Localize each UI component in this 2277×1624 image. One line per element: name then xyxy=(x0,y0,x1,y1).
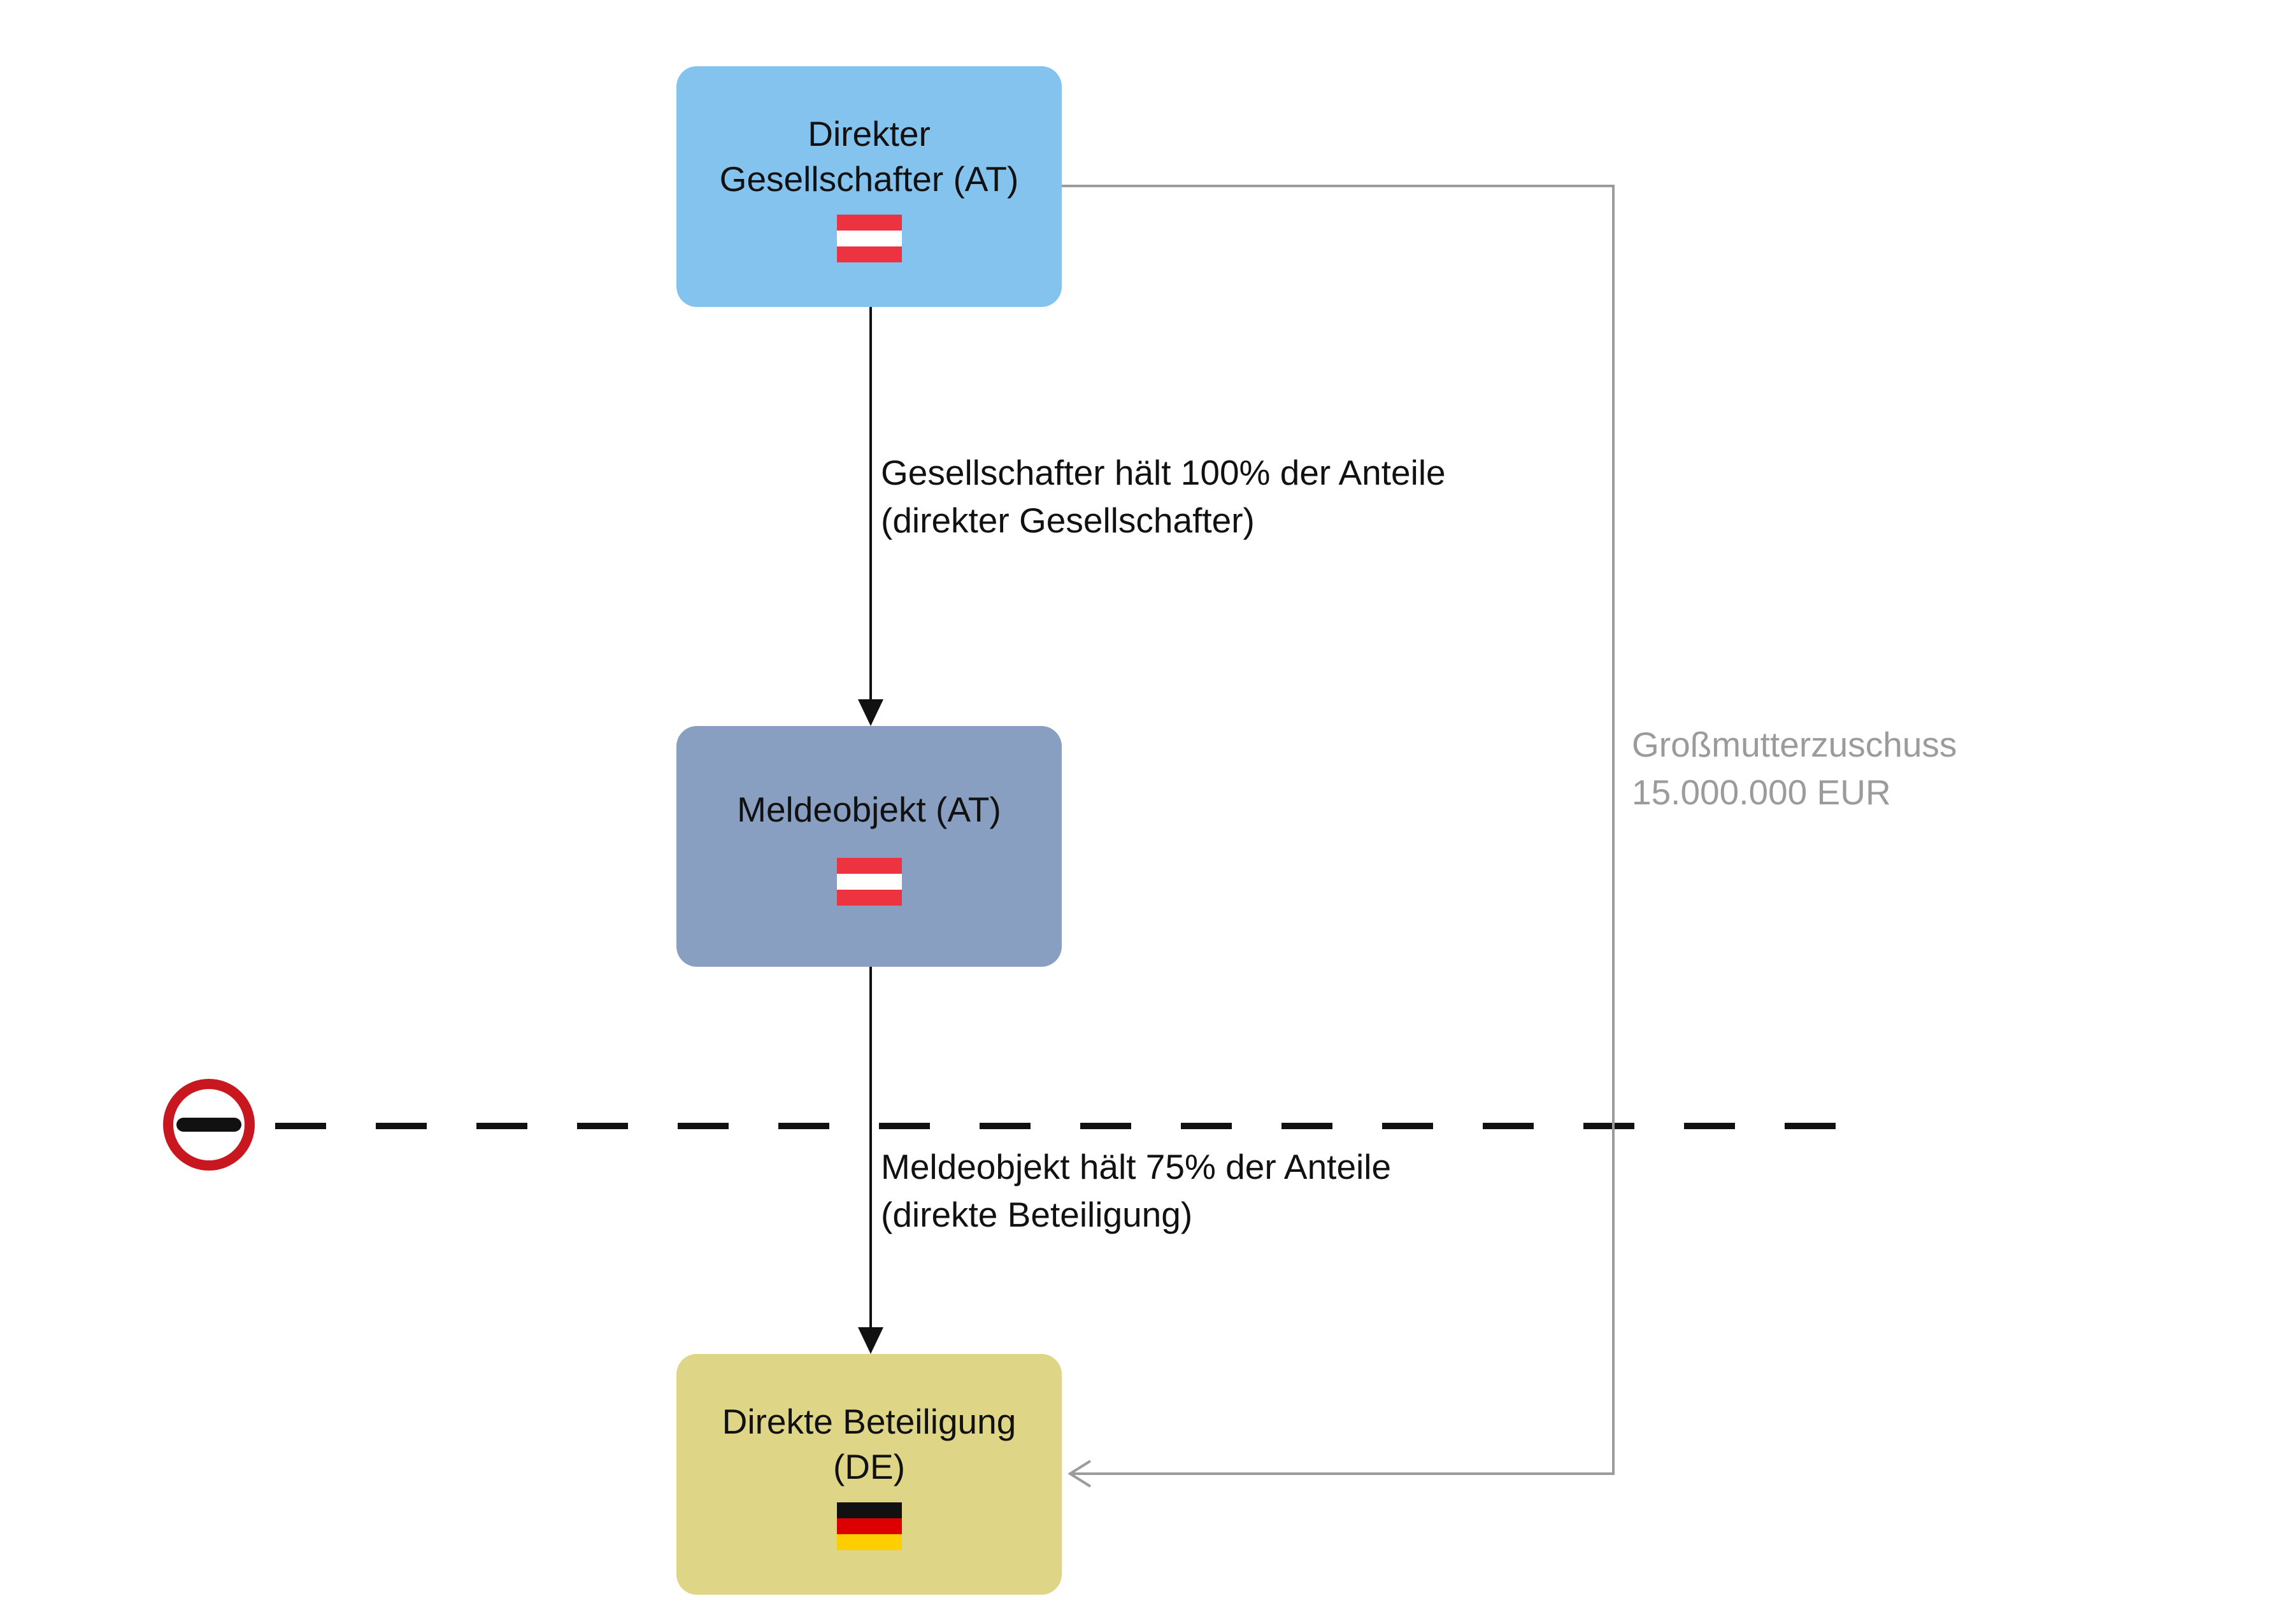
edge-label-grandmother-subsidy: Großmutterzuschuss 15.000.000 EUR xyxy=(1632,725,1957,812)
node-meldeobjekt-label: Meldeobjekt (AT) xyxy=(737,790,1001,829)
edge-top-to-bottom-line xyxy=(1062,185,1615,1475)
edge-label-shareholding-100: Gesellschafter hält 100% der Anteile (di… xyxy=(881,453,1446,540)
node-direkte-beteiligung: Direkte Beteiligung (DE) xyxy=(676,1354,1062,1595)
node-direkter-gesellschafter: Direkter Gesellschafter (AT) xyxy=(676,66,1062,307)
node-direkte-beteiligung-label: Direkte Beteiligung (DE) xyxy=(722,1401,1017,1486)
edge-middle-to-bottom-arrowhead xyxy=(858,1327,883,1354)
edge-top-to-bottom-arrowhead xyxy=(1067,1460,1092,1488)
austria-flag-icon xyxy=(836,214,902,262)
border-crossing-icon xyxy=(163,1079,255,1171)
edge-top-to-middle-arrowhead xyxy=(858,699,883,726)
austria-flag-icon xyxy=(836,858,902,906)
germany-flag-icon xyxy=(836,1502,902,1550)
edge-label-shareholding-75: Meldeobjekt hält 75% der Anteile (direkt… xyxy=(881,1147,1392,1234)
node-meldeobjekt: Meldeobjekt (AT) xyxy=(676,726,1062,967)
node-direkter-gesellschafter-label: Direkter Gesellschafter (AT) xyxy=(719,113,1019,199)
